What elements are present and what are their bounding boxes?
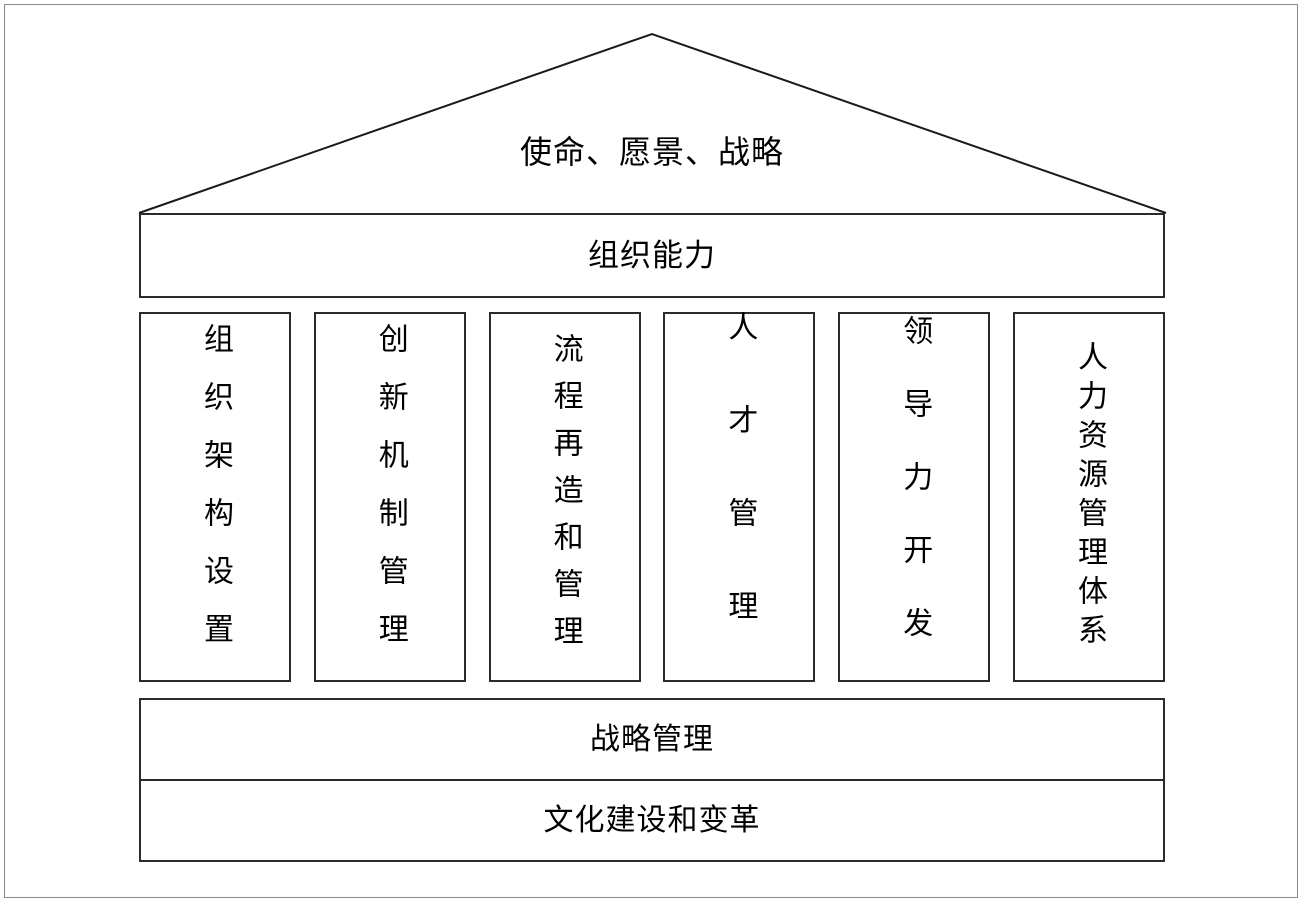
pillar-label-4: 人才管理 bbox=[723, 311, 757, 683]
capability-band[interactable]: 组织能力 bbox=[139, 213, 1165, 298]
pillar-innovation-mechanism[interactable]: 创新机制管理 bbox=[313, 312, 466, 682]
foundation-row-culture[interactable]: 文化建设和变革 bbox=[141, 781, 1163, 860]
pillar-label-2: 创新机制管理 bbox=[373, 323, 407, 671]
pillar-label-1: 组织架构设置 bbox=[199, 323, 232, 671]
pillar-label-5: 领导力开发 bbox=[898, 314, 932, 680]
roof-shape bbox=[138, 32, 1167, 214]
pillar-hr-management-system[interactable]: 人力资源管理体系 bbox=[1012, 312, 1165, 682]
pillar-label-6: 人力资源管理体系 bbox=[1072, 341, 1106, 653]
foundation-label-1: 战略管理 bbox=[590, 722, 714, 756]
roof-label: 使命、愿景、战略 bbox=[519, 134, 784, 170]
pillar-process-reengineering[interactable]: 流程再造和管理 bbox=[488, 312, 641, 682]
pillar-row: 组织架构设置 创新机制管理 流程再造和管理 人才管理 领导力开发 人力资源管理体… bbox=[139, 311, 1165, 683]
pillar-label-3: 流程再造和管理 bbox=[548, 332, 582, 662]
pillar-talent-management[interactable]: 人才管理 bbox=[663, 311, 816, 683]
foundation-block: 战略管理 文化建设和变革 bbox=[139, 698, 1165, 862]
capability-band-label: 组织能力 bbox=[588, 238, 716, 273]
outer-frame bbox=[4, 4, 1298, 898]
foundation-label-2: 文化建设和变革 bbox=[543, 803, 761, 837]
foundation-row-strategy[interactable]: 战略管理 bbox=[141, 700, 1163, 781]
pillar-leadership-development[interactable]: 领导力开发 bbox=[838, 312, 991, 682]
pillar-organization-structure[interactable]: 组织架构设置 bbox=[139, 312, 291, 682]
